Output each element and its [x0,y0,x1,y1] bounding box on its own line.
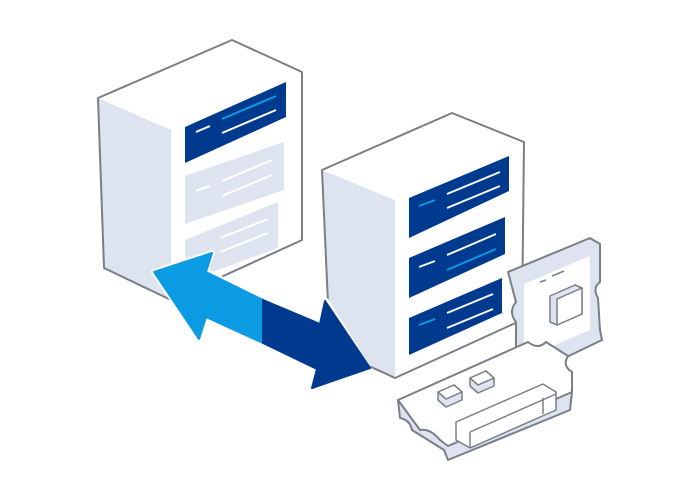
chip-block [549,284,583,326]
chip-block [469,370,495,394]
server-panel-active [409,217,505,298]
memory-chip-vertical [507,237,603,367]
server-top-face [322,113,524,200]
server-panel-active [185,82,286,163]
server-panel-idle [185,142,284,224]
server-side-face [98,98,171,300]
memory-chip-horizontal [397,341,573,461]
server-panel-active [409,278,502,355]
server-top-face [98,40,302,130]
server-panel-active [409,156,509,238]
source-server [97,39,303,301]
arrow-left-head [153,252,264,344]
bidirectional-arrow [151,250,372,392]
arrow-right-head [262,299,371,389]
chip-block [437,384,463,408]
